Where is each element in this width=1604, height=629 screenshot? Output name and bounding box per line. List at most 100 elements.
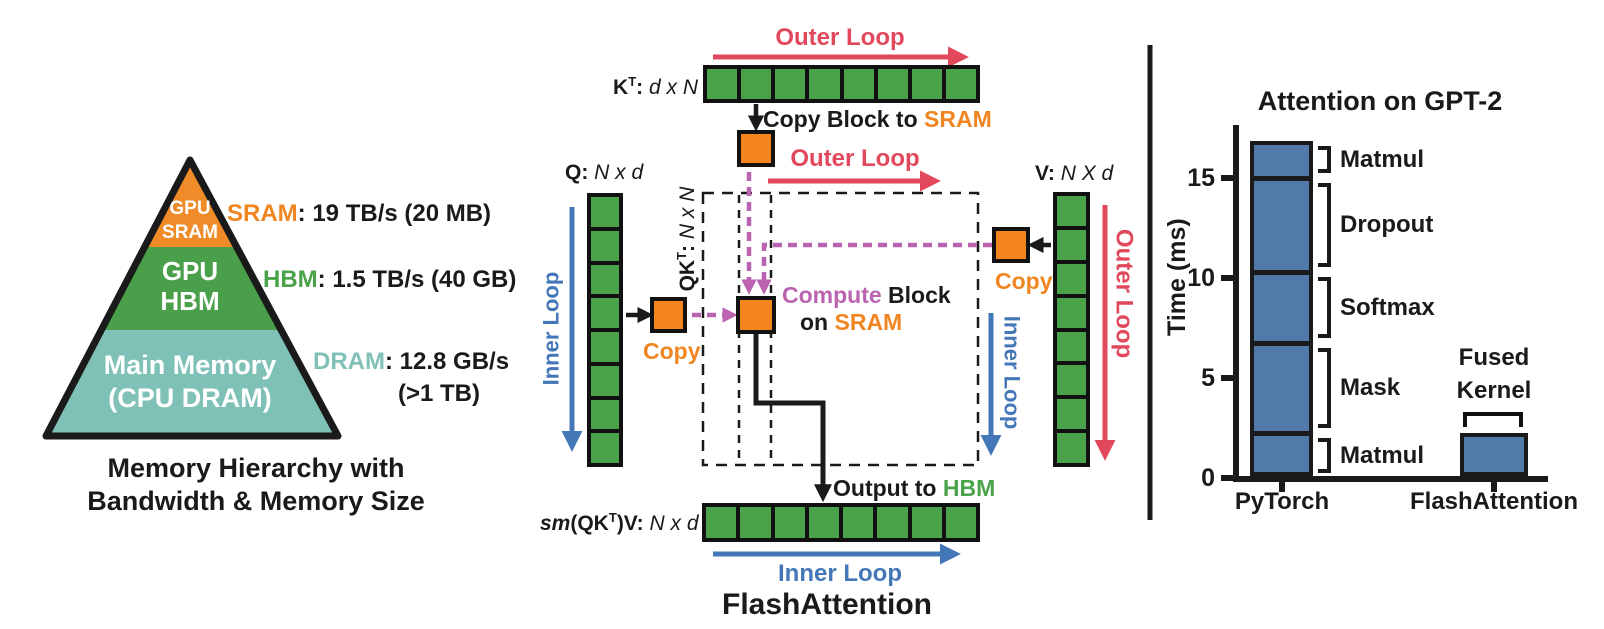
dram-annotation: DRAM: 12.8 GB/s	[313, 348, 510, 375]
fused-kernel-label-line2: Kernel	[1456, 377, 1532, 404]
memory-pyramid	[42, 156, 342, 440]
q-matrix-label: Q: N x d	[565, 161, 644, 184]
matrix-cell	[774, 507, 805, 538]
matrix-cell	[591, 264, 619, 295]
y-tick-label: 0	[1201, 464, 1215, 492]
copy-block-to-sram-label: Copy Block to SRAM	[763, 106, 992, 132]
matrix-cell	[707, 69, 738, 99]
segment-label: Matmul	[1340, 441, 1424, 469]
pyramid-sram-label-line2: SRAM	[162, 222, 218, 243]
outer-loop-label-mid: Outer Loop	[790, 145, 920, 172]
matrix-cell	[1057, 297, 1086, 328]
matrix-cell	[911, 507, 942, 538]
segment-label: Dropout	[1340, 211, 1434, 238]
pyramid-outline	[42, 156, 342, 440]
matrix-cell	[591, 298, 619, 328]
matrix-cell	[1057, 399, 1086, 430]
x-label-flashattention: FlashAttention	[1410, 488, 1578, 515]
matrix-cell	[775, 69, 806, 99]
matrix-cell	[591, 433, 619, 463]
matrix-cell	[1057, 331, 1086, 362]
pyramid-hbm-label-line2: HBM	[160, 286, 220, 316]
pyramid-caption-line2: Bandwidth & Memory Size	[87, 486, 425, 516]
matrix-cell	[1057, 229, 1086, 260]
pyramid-sram-section	[144, 160, 237, 247]
copy-label-left: Copy	[643, 338, 701, 364]
q-copy-square	[650, 297, 687, 333]
matrix-cell	[1057, 365, 1086, 396]
v-block-to-compute-arrow	[756, 242, 992, 295]
matrix-cell	[591, 365, 619, 396]
segment-label: Softmax	[1340, 293, 1435, 321]
y-tick-label: 10	[1187, 264, 1215, 292]
pyramid-sram-label-line1: GPU	[169, 198, 211, 219]
pytorch-bar-segment-line	[1250, 176, 1313, 181]
output-matrix-row	[702, 503, 980, 542]
output-to-hbm-label: Output to HBM	[833, 475, 996, 501]
pytorch-bar-segment-line	[1250, 270, 1313, 275]
pytorch-bar	[1250, 141, 1313, 476]
inner-loop-label-right: Inner Loop	[999, 315, 1025, 430]
pyramid-dram-label-line2: (CPU DRAM)	[108, 383, 272, 413]
x-tick-mark	[1491, 481, 1497, 492]
segment-label: Mask	[1340, 374, 1401, 401]
pyramid-caption-line1: Memory Hierarchy with	[107, 453, 405, 483]
v-matrix-label: V: N X d	[1035, 162, 1114, 185]
pyramid-dram-label-line1: Main Memory	[103, 350, 277, 380]
matrix-cell	[911, 69, 942, 99]
outer-loop-label-right: Outer Loop	[1110, 228, 1138, 359]
segment-bracket	[1318, 438, 1331, 473]
matrix-cell	[1057, 263, 1086, 294]
sram-block-square	[737, 130, 775, 167]
y-tick-label: 5	[1201, 364, 1215, 392]
x-tick-mark	[1279, 481, 1285, 492]
pyramid-hbm-label-line1: GPU	[161, 256, 219, 286]
kt-matrix-row	[703, 65, 980, 103]
fused-kernel-bracket	[1463, 412, 1523, 427]
segment-bracket	[1318, 348, 1331, 428]
matrix-cell	[740, 507, 771, 538]
x-label-pytorch: PyTorch	[1234, 488, 1330, 515]
pytorch-bar-segment-line	[1250, 341, 1313, 346]
matrix-cell	[706, 507, 737, 538]
matrix-cell	[843, 507, 874, 538]
inner-loop-label-bottom: Inner Loop	[778, 560, 902, 587]
sram-annotation: SRAM: 19 TB/s (20 MB)	[227, 200, 492, 227]
v-matrix-column	[1053, 192, 1090, 467]
matrix-cell	[741, 69, 772, 99]
matrix-cell	[877, 507, 908, 538]
y-tick-mark	[1221, 175, 1234, 181]
copy-label-right: Copy	[995, 268, 1053, 294]
matrix-cell	[945, 507, 976, 538]
matrix-cell	[877, 69, 908, 99]
matrix-cell	[1057, 433, 1086, 463]
pyramid-hbm-section	[101, 247, 282, 330]
matrix-cell	[1057, 196, 1086, 226]
fused-kernel-label-line1: Fused	[1458, 344, 1530, 371]
dram-annotation-line2: (>1 TB)	[398, 380, 481, 407]
matrix-cell	[591, 230, 619, 261]
matrix-cell	[591, 332, 619, 362]
y-tick-mark	[1221, 475, 1234, 481]
qkt-matrix-label: QKT: N x N	[673, 186, 699, 292]
matrix-cell	[945, 69, 976, 99]
matrix-cell	[808, 507, 839, 538]
outer-loop-label-top: Outer Loop	[775, 24, 905, 51]
qkt-dashed-region	[701, 191, 980, 467]
compute-block-square	[736, 296, 776, 334]
matrix-cell	[843, 69, 874, 99]
flashattention-bar	[1460, 433, 1528, 476]
matrix-cell	[591, 197, 619, 227]
pytorch-bar-segment-line	[1250, 431, 1313, 436]
y-tick-label: 15	[1187, 164, 1215, 192]
pyramid-dram-section	[46, 330, 338, 436]
v-copy-square	[992, 227, 1030, 263]
y-tick-mark	[1221, 375, 1234, 381]
kt-matrix-label: KT: d x N	[613, 74, 698, 99]
compute-block-label-line1: Compute Block	[782, 282, 951, 308]
output-matrix-label: sm(QKT)V: N x d	[540, 510, 699, 535]
compute-block-label-line2: on SRAM	[800, 309, 903, 335]
inner-loop-label-left: Inner Loop	[538, 271, 564, 386]
